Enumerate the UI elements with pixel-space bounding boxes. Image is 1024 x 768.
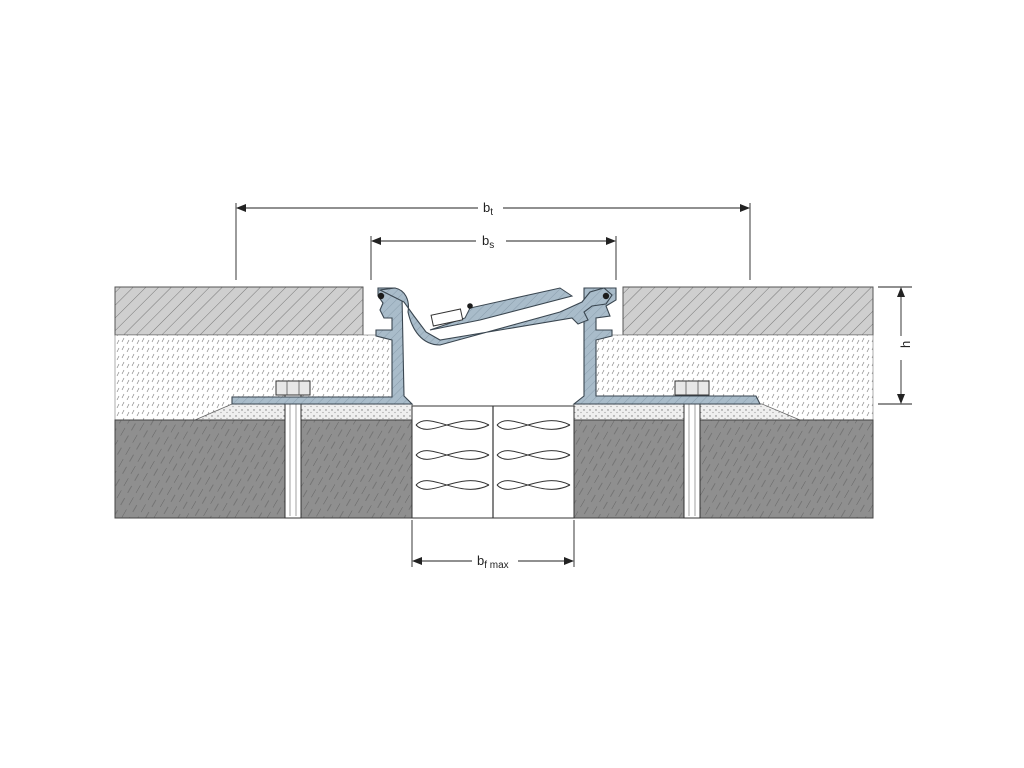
dimension-h-label: h <box>898 341 913 348</box>
dimension-bt <box>235 203 751 280</box>
right-tile-layer <box>622 286 874 336</box>
right-anchor-bolt <box>674 380 710 519</box>
left-hinge-pin <box>377 292 385 300</box>
right-concrete-slab <box>573 419 874 519</box>
dimension-bt-label: bt <box>483 200 493 218</box>
dimension-bs-label: bs <box>482 233 494 251</box>
left-floor-build-up <box>114 286 413 519</box>
spring-clip <box>430 308 464 327</box>
cover-plate <box>377 287 613 346</box>
left-anchor-bolt <box>275 380 311 519</box>
dimension-bfmax-label: bf max <box>477 553 509 571</box>
dimension-h <box>878 286 912 405</box>
left-aluminium-profile <box>231 287 414 405</box>
left-mortar-bed <box>194 403 413 421</box>
left-concrete-slab <box>114 419 413 519</box>
right-hinge-pin <box>602 292 610 300</box>
insulation-filler <box>411 405 575 519</box>
left-tile-layer <box>114 286 364 336</box>
center-rivet <box>467 303 473 309</box>
dimension-bs <box>370 236 617 280</box>
dimension-bfmax <box>411 520 575 567</box>
